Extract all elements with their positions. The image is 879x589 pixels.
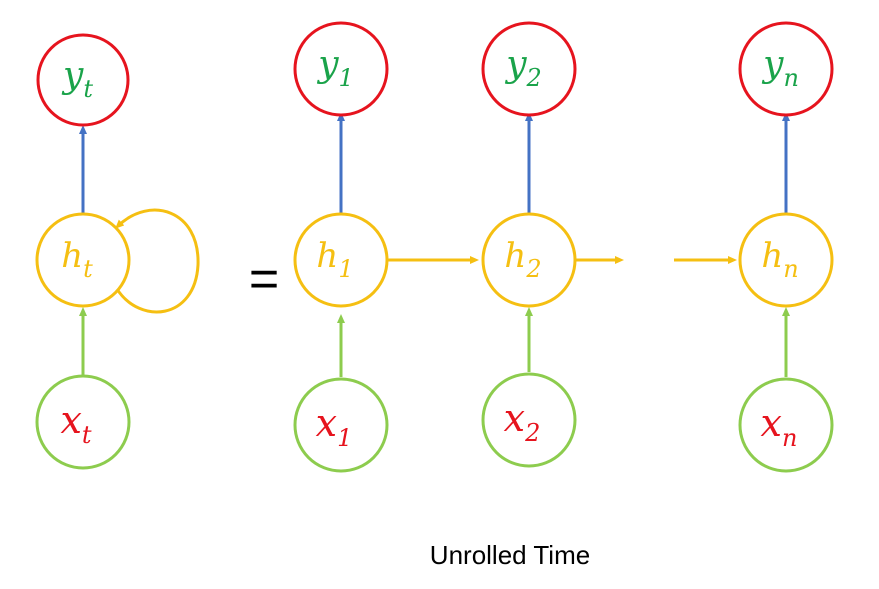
input-label-1: x1 [316,401,353,452]
caption-unrolled-time: Unrolled Time [429,540,591,570]
hidden-node-n [738,212,834,308]
hidden-label-2: h2 [504,236,541,283]
column-n: yn hn xn [738,21,834,473]
output-label-t: yt [61,55,93,103]
recurrent-loop-arrow [115,208,200,314]
input-node-t [35,374,131,470]
output-node-t [36,33,130,127]
input-node-n [738,377,834,473]
column-1: y1 h1 x1 [293,21,389,473]
hidden-label-n: hn [761,236,798,283]
output-node-2 [481,21,577,117]
column-t: yt ht xt [35,33,131,470]
output-node-1 [293,21,389,117]
column-2: y2 h2 x2 [481,21,577,468]
hidden-node-2 [481,212,577,308]
equals-sign: = [249,250,279,308]
hidden-label-t: ht [61,236,93,283]
input-label-2: x2 [504,396,541,447]
hidden-node-t [35,212,131,308]
input-node-2 [481,372,577,468]
output-node-n [738,21,834,117]
output-label-2: y2 [504,44,542,92]
input-label-n: xn [761,401,798,452]
output-label-n: yn [761,44,799,92]
hidden-node-1 [293,212,389,308]
output-label-1: y1 [316,44,354,92]
input-label-t: xt [60,398,91,449]
input-node-1 [293,377,389,473]
hidden-label-1: h1 [316,236,353,283]
